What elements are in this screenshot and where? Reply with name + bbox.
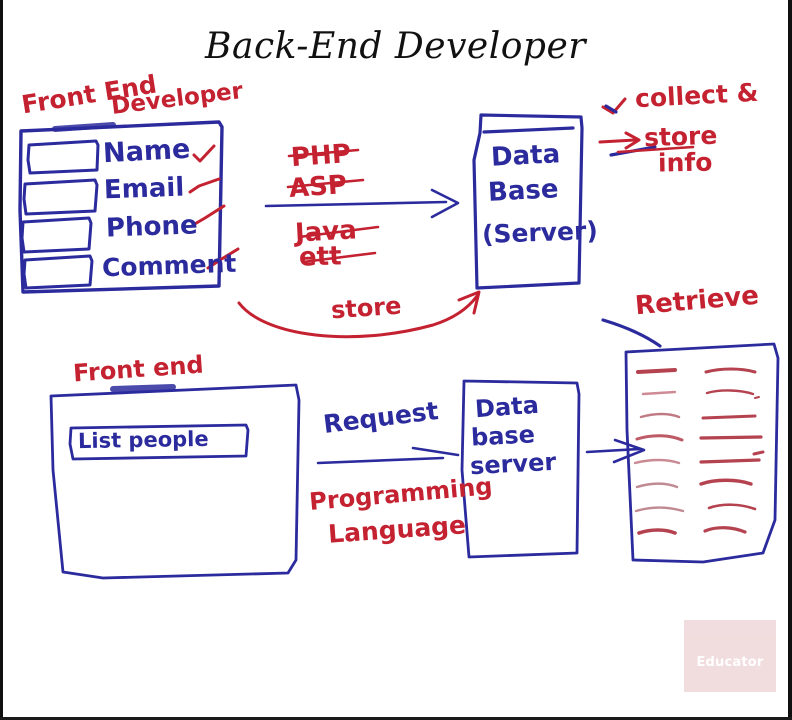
database-box-outline [472, 113, 584, 290]
store-arrow-label: store [330, 291, 403, 325]
field-tick-marks [188, 144, 240, 270]
front-end-top-smudge [110, 384, 176, 392]
page-title: Back-End Developer [205, 26, 586, 67]
database-server-line2: base [470, 420, 536, 452]
language-label-php: PHP [290, 138, 352, 174]
list-people-button-label[interactable]: List people [77, 426, 209, 454]
form-field-label-comment: Comment [101, 248, 237, 283]
front-end-form-outline [18, 120, 224, 294]
form-field-label-email: Email [103, 172, 185, 206]
database-server-line3: server [469, 447, 557, 481]
database-box-line1: Data [490, 139, 561, 173]
language-label-asp: ASP [288, 170, 348, 204]
store-underline-red [616, 145, 695, 154]
letterbox-bottom [0, 717, 792, 720]
educator-watermark: Educator [684, 620, 776, 692]
store-info-line2: info [657, 147, 713, 178]
form-field-label-name: Name [102, 133, 192, 170]
letterbox-right [788, 0, 792, 720]
result-panel-outline [624, 342, 780, 564]
collect-annotation: collect & [634, 77, 760, 114]
collect-blue-tick [604, 104, 618, 114]
request-arrow [316, 446, 460, 465]
language-label-ett: ett [298, 241, 343, 273]
database-box-line3: (Server) [481, 215, 599, 250]
letterbox-left [0, 0, 3, 720]
front-end-bottom-outline [49, 383, 301, 580]
watermark-text: Educator [696, 655, 764, 670]
language-arrow [264, 188, 460, 219]
list-people-button-outline [68, 423, 250, 461]
whiteboard: Back-End Developer [3, 0, 788, 717]
form-input-boxes [20, 139, 100, 290]
database-server-line1: Data [474, 390, 540, 424]
collect-store-pointers [598, 97, 641, 150]
ink-layer [18, 97, 780, 580]
store-arrow [237, 290, 481, 339]
form-field-label-phone: Phone [105, 210, 199, 244]
language-strikes [286, 148, 380, 264]
retrieve-underline [601, 318, 662, 348]
database-box-line2: Base [487, 174, 560, 208]
store-info-line1: store [643, 120, 718, 153]
retrieve-arrow [585, 438, 646, 464]
result-rows [633, 367, 765, 535]
database-server-box-outline [460, 379, 581, 559]
